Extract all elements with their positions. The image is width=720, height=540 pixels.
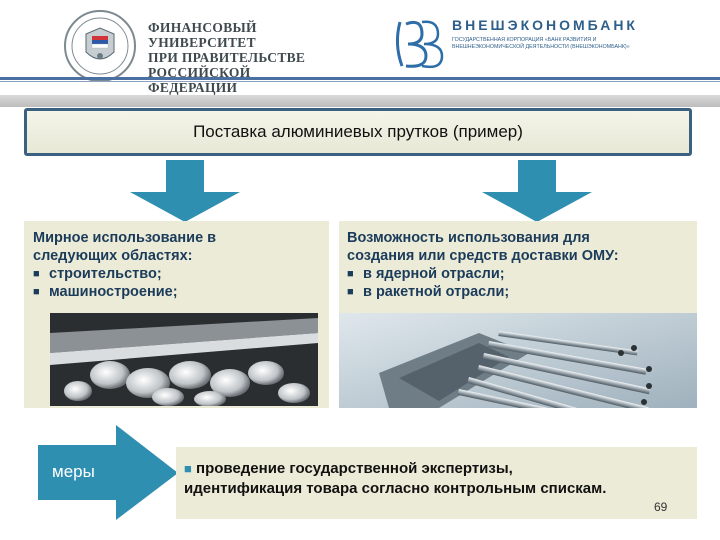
fu-line-1: ФИНАНСОВЫЙ УНИВЕРСИТЕТ	[148, 20, 257, 50]
title-band	[0, 95, 720, 107]
wmd-use-heading-1: Возможность использования для	[347, 230, 590, 246]
slide-title: Поставка алюминиевых прутков (пример)	[193, 122, 523, 141]
measures-arrow-icon	[38, 425, 178, 520]
slide-title-box: Поставка алюминиевых прутков (пример)	[24, 108, 692, 156]
header-divider	[0, 77, 720, 80]
fu-line-2: ПРИ ПРАВИТЕЛЬСТВЕ	[148, 50, 306, 65]
list-item: ■ в ядерной отрасли;	[347, 265, 692, 283]
metal-rods-photo	[339, 313, 697, 408]
measures-box	[176, 447, 697, 519]
peaceful-use-panel: Мирное использование в следующих областя…	[24, 221, 329, 408]
fu-line-3: РОССИЙСКОЙ ФЕДЕРАЦИИ	[148, 65, 251, 95]
wmd-use-panel: Возможность использования для создания и…	[339, 221, 697, 408]
bullet-square-icon: ■	[347, 268, 354, 280]
header-divider-thin	[0, 81, 720, 82]
bullet-square-icon: ■	[33, 286, 40, 298]
financial-university-crest-icon	[64, 10, 136, 82]
page-number: 69	[654, 500, 668, 514]
list-item-text: строительство;	[49, 266, 162, 282]
left-down-arrow-icon	[130, 160, 240, 222]
measures-line-1: ■ проведение государственной экспертизы,	[184, 459, 699, 479]
list-item: ■ машиностроение;	[33, 283, 323, 301]
veb-bank-name: ВНЕШЭКОНОМБАНК	[452, 17, 638, 33]
peaceful-use-heading-2: следующих областях:	[33, 248, 193, 264]
bullet-square-icon: ■	[184, 461, 192, 476]
wmd-use-heading-2: создания или средств доставки ОМУ:	[347, 248, 619, 264]
bullet-square-icon: ■	[347, 286, 354, 298]
bullet-square-icon: ■	[33, 268, 40, 280]
list-item-text: машиностроение;	[49, 284, 178, 300]
list-item-text: в ядерной отрасли;	[363, 266, 505, 282]
aluminium-bars-photo	[50, 313, 318, 406]
list-item-text: в ракетной отрасли;	[363, 284, 510, 300]
measures-text: ■ проведение государственной экспертизы,…	[184, 459, 699, 499]
measures-line-1-text: проведение государственной экспертизы,	[196, 460, 513, 477]
list-item: ■ в ракетной отрасли;	[347, 283, 692, 301]
financial-university-name: ФИНАНСОВЫЙ УНИВЕРСИТЕТ ПРИ ПРАВИТЕЛЬСТВЕ…	[148, 20, 338, 95]
peaceful-use-heading-1: Мирное использование в	[33, 230, 217, 246]
veb-bank-subtitle: ГОСУДАРСТВЕННАЯ КОРПОРАЦИЯ «БАНК РАЗВИТИ…	[452, 37, 630, 50]
measures-label: меры	[52, 462, 95, 481]
veb-monogram-icon	[395, 20, 444, 69]
measures-line-2: идентификация товара согласно контрольны…	[184, 480, 607, 497]
list-item: ■ строительство;	[33, 265, 323, 283]
right-down-arrow-icon	[482, 160, 592, 222]
